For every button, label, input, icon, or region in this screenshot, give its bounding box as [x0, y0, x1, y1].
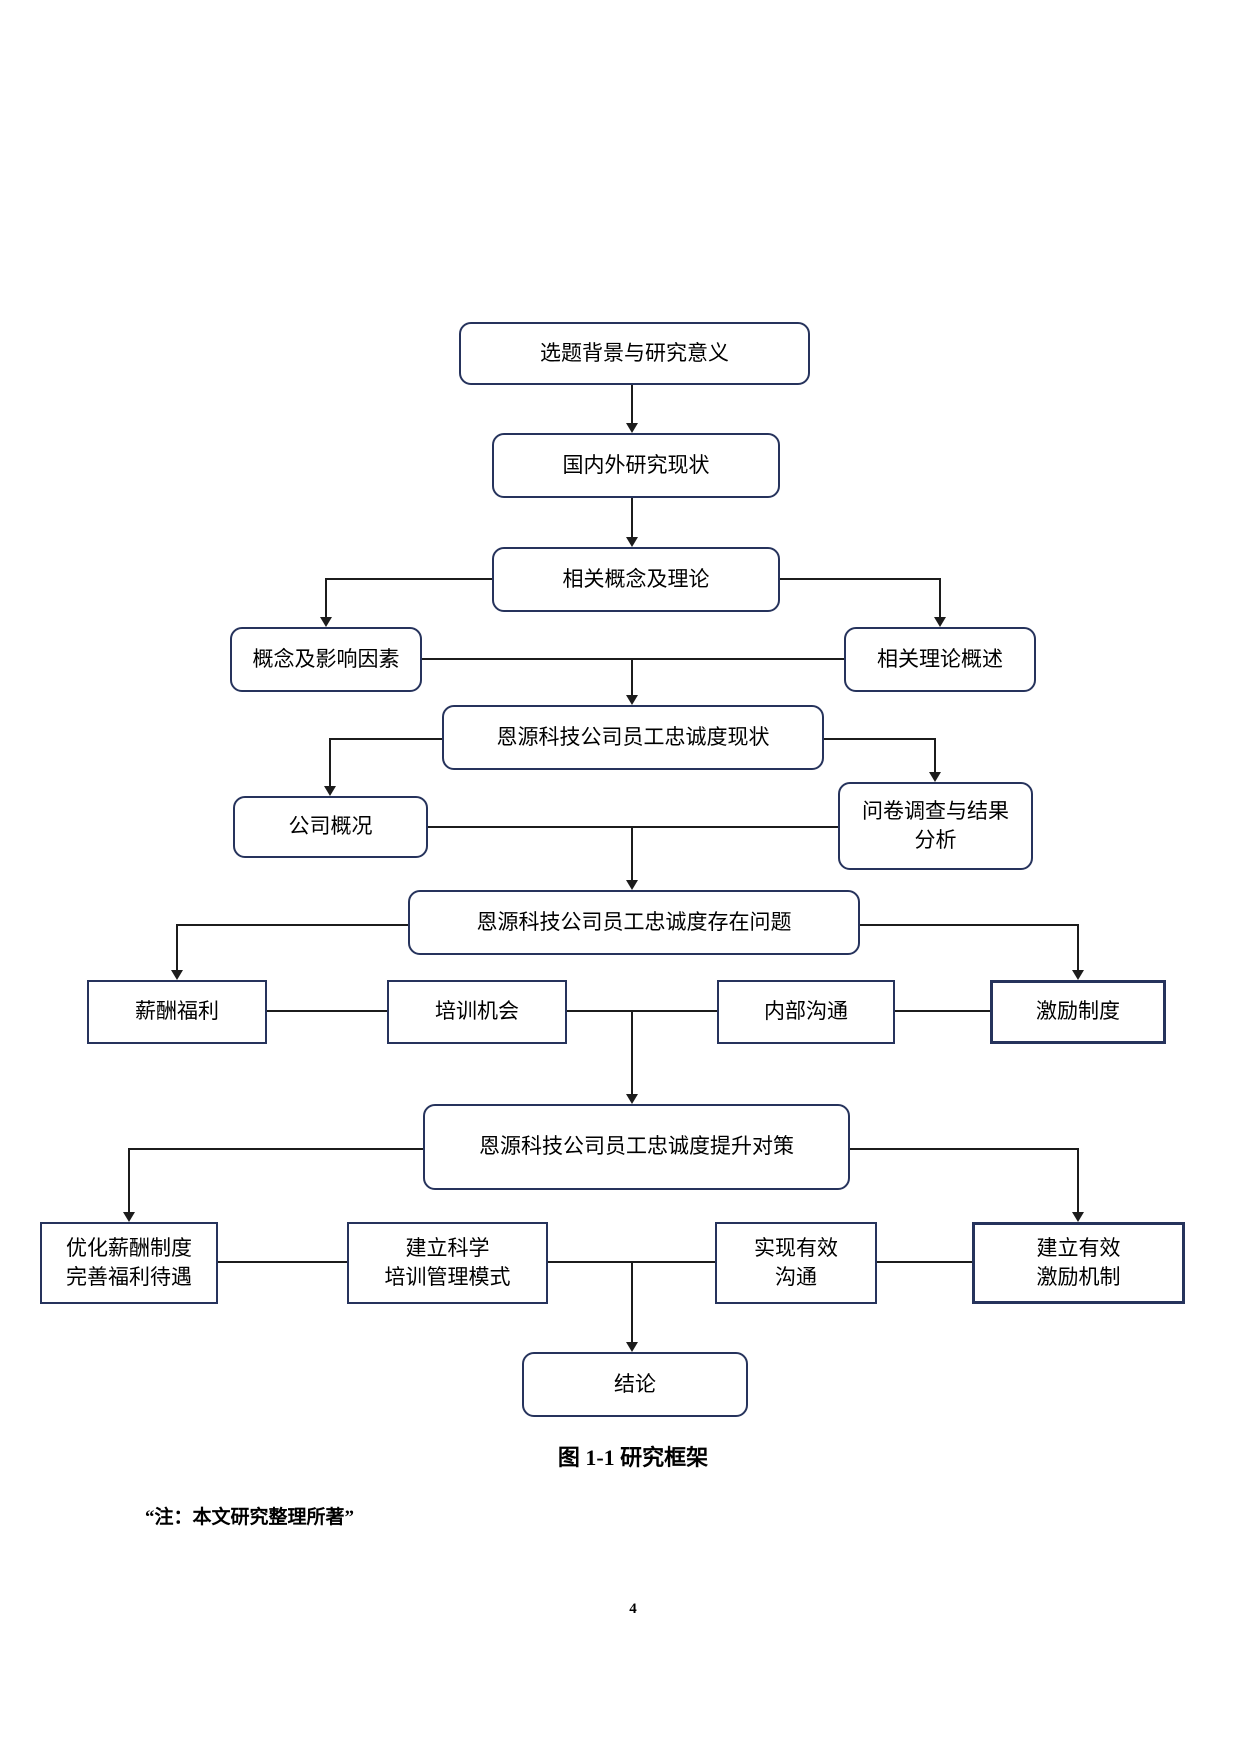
link-salary-training [267, 1010, 387, 1012]
node-survey-analysis: 问卷调查与结果 分析 [838, 782, 1033, 870]
branch-countermeasures-left [128, 1148, 423, 1150]
arrowhead-to-loyalty-problems [626, 880, 638, 890]
branch-countermeasures-right [850, 1148, 1079, 1150]
link-communication-incentive [895, 1010, 990, 1012]
node-theory-overview: 相关理论概述 [844, 627, 1036, 692]
arrowhead-to-theory-overview [934, 617, 946, 627]
connector-concepts-to-factors-drop [325, 578, 327, 619]
branch-concepts-right [780, 578, 940, 580]
arrowhead-to-incentive-system [1072, 970, 1084, 980]
arrowhead-to-research-status [626, 423, 638, 433]
node-optimize-salary: 优化薪酬制度 完善福利待遇 [40, 1222, 218, 1304]
node-loyalty-status: 恩源科技公司员工忠诚度现状 [442, 705, 824, 770]
connector-to-loyalty-status [631, 659, 633, 697]
link-scientific-communication [548, 1261, 715, 1263]
figure-caption: 图 1-1 研究框架 [557, 1445, 709, 1470]
connector-countermeasures-to-optimize-drop [128, 1149, 130, 1212]
branch-problems-left [176, 924, 408, 926]
node-incentive-system: 激励制度 [990, 980, 1166, 1044]
node-company-profile: 公司概况 [233, 796, 428, 858]
link-optimize-scientific [218, 1261, 347, 1263]
connector-countermeasures-to-effective-incentive-drop [1077, 1149, 1079, 1212]
connector-problems-to-incentive-drop [1077, 925, 1079, 972]
node-conclusion: 结论 [522, 1352, 748, 1417]
connector-topic-to-status [631, 385, 633, 424]
node-research-status: 国内外研究现状 [492, 433, 780, 498]
branch-concepts-left [325, 578, 492, 580]
node-loyalty-problems: 恩源科技公司员工忠诚度存在问题 [408, 890, 860, 955]
arrowhead-to-survey-analysis [929, 772, 941, 782]
connector-to-problems [631, 827, 633, 882]
node-concepts-theories: 相关概念及理论 [492, 547, 780, 612]
node-concept-factors: 概念及影响因素 [230, 627, 422, 692]
link-communication-effective-incentive [877, 1261, 972, 1263]
arrowhead-to-conclusion [626, 1342, 638, 1352]
node-effective-communication: 实现有效 沟通 [715, 1222, 877, 1304]
connector-to-conclusion [631, 1262, 633, 1344]
arrowhead-to-company-profile [324, 786, 336, 796]
branch-loyalty-status-left [329, 738, 442, 740]
node-effective-incentive: 建立有效 激励机制 [972, 1222, 1185, 1304]
node-internal-communication: 内部沟通 [717, 980, 895, 1044]
arrowhead-to-concept-factors [320, 617, 332, 627]
connector-status-to-survey-drop [934, 739, 936, 774]
link-profile-survey [428, 826, 838, 828]
arrowhead-to-countermeasures [626, 1094, 638, 1104]
figure-note: “注：本文研究整理所著” [145, 1507, 355, 1528]
link-factors-theory [422, 658, 844, 660]
node-topic-background: 选题背景与研究意义 [459, 322, 810, 385]
connector-to-countermeasures [631, 1011, 633, 1096]
node-loyalty-countermeasures: 恩源科技公司员工忠诚度提升对策 [423, 1104, 850, 1190]
connector-problems-to-salary-drop [176, 925, 178, 972]
node-salary-welfare: 薪酬福利 [87, 980, 267, 1044]
arrowhead-to-optimize-salary [123, 1212, 135, 1222]
arrowhead-to-concepts-theories [626, 537, 638, 547]
node-training-opportunity: 培训机会 [387, 980, 567, 1044]
link-training-communication [567, 1010, 717, 1012]
branch-problems-right [860, 924, 1079, 926]
page-number: 4 [629, 1601, 637, 1617]
connector-concepts-to-theory-drop [939, 578, 941, 619]
connector-status-to-profile-drop [329, 739, 331, 788]
branch-loyalty-status-right [824, 738, 936, 740]
node-scientific-training: 建立科学 培训管理模式 [347, 1222, 548, 1304]
arrowhead-to-salary-welfare [171, 970, 183, 980]
arrowhead-to-effective-incentive [1072, 1212, 1084, 1222]
connector-status-to-concepts [631, 498, 633, 538]
arrowhead-to-loyalty-status [626, 695, 638, 705]
